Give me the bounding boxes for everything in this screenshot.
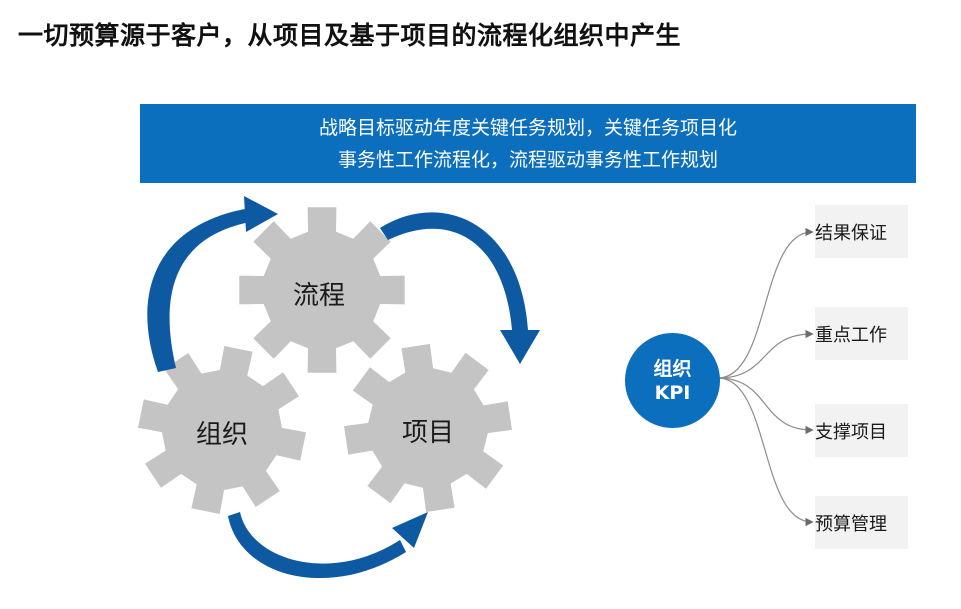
gear-label-process: 流程 xyxy=(293,281,346,311)
branch-projects: 支撑项目 xyxy=(815,404,908,457)
arrow-org-to-process xyxy=(147,196,278,372)
connector-projects xyxy=(717,377,814,435)
gear-label-project: 项目 xyxy=(402,418,455,448)
banner-line-2: 事务性工作流程化，流程驱动事务性工作规划 xyxy=(337,149,718,171)
org-kpi-circle: 组织 KPI xyxy=(625,333,720,428)
organization-gear xyxy=(138,346,306,514)
connector-budget xyxy=(717,377,814,527)
arrow-project-to-org xyxy=(228,512,428,579)
branch-key-work: 重点工作 xyxy=(815,307,908,360)
branch-results: 结果保证 xyxy=(815,205,908,258)
banner-line-1: 战略目标驱动年度关键任务规划，关键任务项目化 xyxy=(318,117,737,139)
process-gear xyxy=(239,207,405,373)
project-gear xyxy=(344,344,512,512)
gear-label-organization: 组织 xyxy=(196,420,249,450)
connector-key-work xyxy=(717,329,814,379)
arrow-process-to-project xyxy=(380,212,540,364)
strategy-banner: 战略目标驱动年度关键任务规划，关键任务项目化 事务性工作流程化，流程驱动事务性工… xyxy=(140,104,916,183)
kpi-line-2: KPI xyxy=(654,381,691,404)
page-title: 一切预算源于客户，从项目及基于项目的流程化组织中产生 xyxy=(18,21,682,50)
branch-budget: 预算管理 xyxy=(815,496,908,549)
connector-results xyxy=(717,227,814,379)
kpi-line-1: 组织 xyxy=(653,357,692,380)
